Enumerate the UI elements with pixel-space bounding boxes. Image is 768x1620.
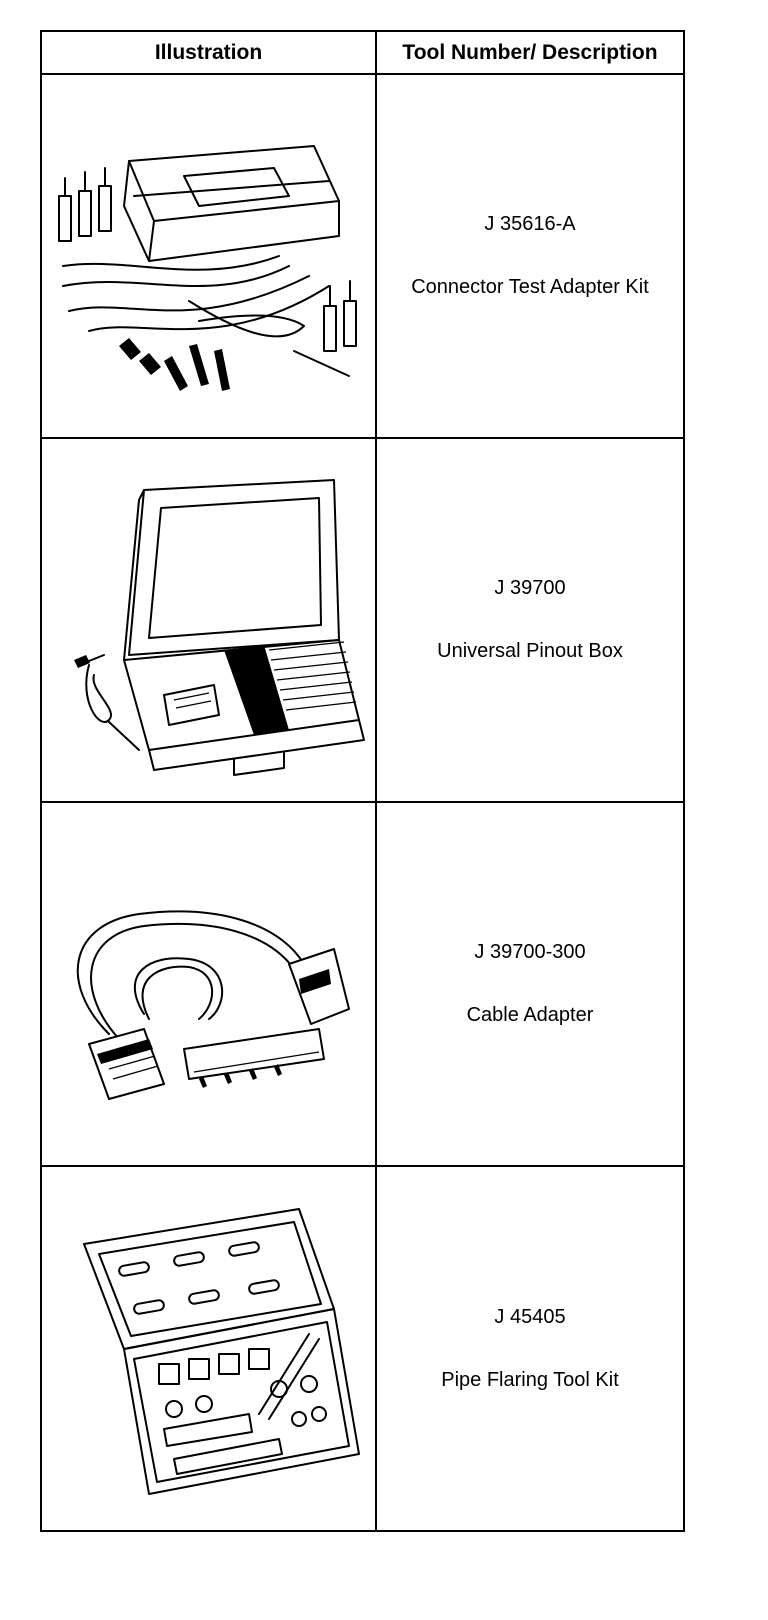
header-tool-number-description: Tool Number/ Description	[402, 40, 658, 64]
cable-adapter-drawing	[76, 910, 350, 1100]
connector-test-adapter-kit-drawing	[57, 145, 357, 391]
tool-number: J 35616-A	[484, 213, 576, 235]
header-illustration: Illustration	[42, 32, 377, 73]
pipe-flaring-tool-kit-drawing	[82, 1207, 360, 1495]
tool-description-cell: J 39700-300 Cable Adapter	[377, 803, 683, 1165]
table-header: Illustration Tool Number/ Description	[42, 32, 683, 75]
table-row: J 39700-300 Cable Adapter	[42, 803, 683, 1167]
table-row: J 45405 Pipe Flaring Tool Kit	[42, 1167, 683, 1530]
illustration-cell	[42, 803, 377, 1165]
tool-description-cell: J 45405 Pipe Flaring Tool Kit	[377, 1167, 683, 1530]
tool-description-cell: J 39700 Universal Pinout Box	[377, 439, 683, 801]
special-tools-table: Illustration Tool Number/ Description	[40, 30, 685, 1532]
illustration-cell	[42, 439, 377, 801]
tool-description: Connector Test Adapter Kit	[411, 276, 649, 298]
tool-description-cell: J 35616-A Connector Test Adapter Kit	[377, 75, 683, 437]
table-row: J 35616-A Connector Test Adapter Kit	[42, 75, 683, 439]
tool-number: J 45405	[494, 1305, 566, 1328]
universal-pinout-box-drawing	[73, 479, 365, 776]
illustration-cell	[42, 75, 377, 437]
tool-description: Universal Pinout Box	[437, 640, 623, 662]
table-row: J 39700 Universal Pinout Box	[42, 439, 683, 803]
tool-description: Pipe Flaring Tool Kit	[441, 1368, 619, 1391]
tool-number: J 39700-300	[474, 941, 586, 963]
illustration-cell	[42, 1167, 377, 1530]
tool-description: Cable Adapter	[466, 1004, 594, 1026]
tool-number: J 39700	[494, 577, 566, 599]
